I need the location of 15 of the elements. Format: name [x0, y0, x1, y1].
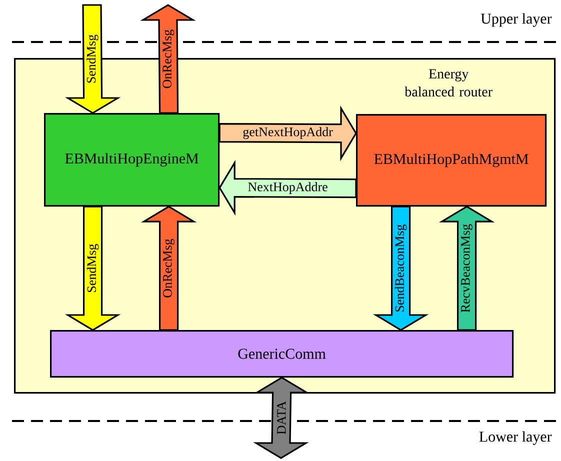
edge-label: OnRecMsg	[162, 30, 174, 88]
edge-label: OnRecMsg	[163, 238, 175, 298]
heading: Energy balanced router	[404, 69, 492, 96]
module-box: GenericComm	[50, 330, 514, 378]
edge-label: NextHopAddre	[248, 182, 328, 194]
edge-label: SendBeaconMsg	[394, 224, 407, 312]
edge-label: SendMsg	[86, 34, 98, 83]
module-box: EBMultiHopEngineM	[44, 113, 220, 207]
edge-label: getNextHopAddr	[243, 127, 333, 139]
edge-label: DATA	[277, 401, 286, 434]
edge-label: RecvBeaconMsg	[461, 224, 472, 312]
edge-label: SendMsg	[86, 244, 99, 292]
layer-label: Upper layer	[480, 13, 552, 27]
layer-label: Lower layer	[479, 431, 552, 445]
module-box: EBMultiHopPathMgmtM	[356, 114, 547, 207]
